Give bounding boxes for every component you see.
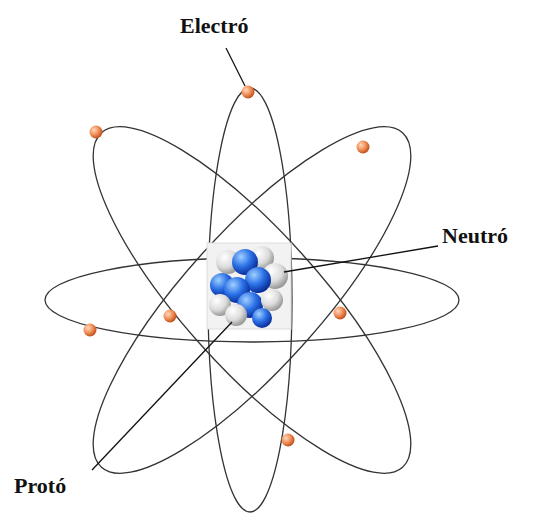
leader-line <box>226 48 245 86</box>
orbits <box>45 87 459 512</box>
neutron <box>225 304 247 326</box>
electrons <box>84 86 370 447</box>
leader-line <box>284 246 438 272</box>
part-label: Electró <box>180 14 248 38</box>
electron <box>242 86 255 99</box>
leader-lines <box>92 48 438 470</box>
nucleus <box>209 246 288 328</box>
part-label: Neutró <box>442 224 508 248</box>
electron <box>334 307 347 320</box>
electron <box>357 141 370 154</box>
electron <box>164 310 177 323</box>
nucleus-backdrop <box>207 243 291 329</box>
proton <box>252 308 272 328</box>
electron <box>282 434 295 447</box>
part-label: Protó <box>14 474 66 498</box>
neutron <box>261 289 283 311</box>
electron <box>90 126 103 139</box>
orbit <box>51 87 453 512</box>
leader-line <box>92 322 232 470</box>
orbit <box>208 88 292 512</box>
orbit <box>51 87 453 512</box>
electron <box>84 324 97 337</box>
